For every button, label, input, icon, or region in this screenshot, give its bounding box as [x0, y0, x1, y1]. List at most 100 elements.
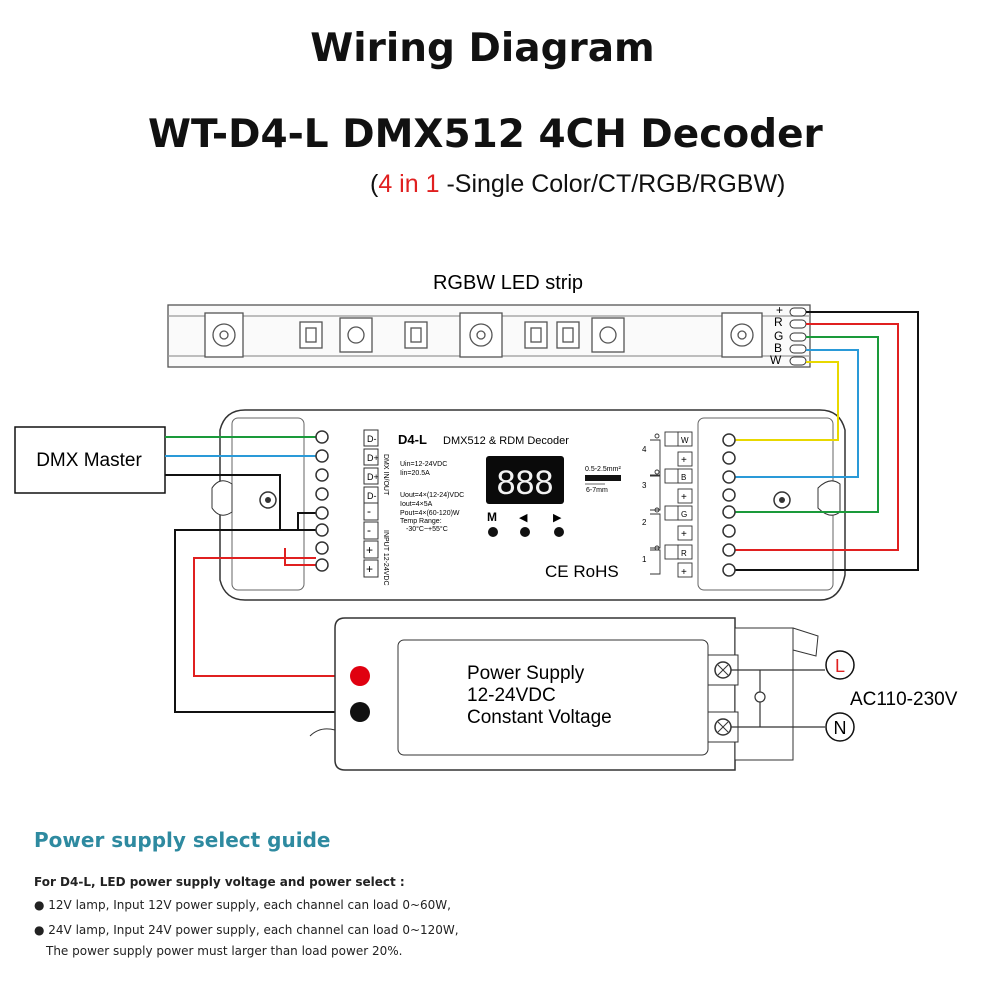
tagline-rest: -Single Color/CT/RGB/RGBW): [439, 170, 786, 198]
wire-strip-length: 6-7mm: [586, 487, 608, 494]
strip-pin-plus: +: [776, 303, 783, 317]
neutral-terminal-circle: [825, 712, 855, 742]
dmx-term-1: D-: [367, 434, 377, 444]
spec-uin: Uin=12-24VDC: [400, 461, 447, 468]
dmx-master: DMX Master: [14, 426, 166, 494]
psu-positive-terminal: [350, 666, 370, 686]
resistor-2: [404, 321, 428, 349]
channel-label-b: B: [681, 473, 686, 482]
guide-line-12v: ● 12V lamp, Input 12V power supply, each…: [34, 898, 451, 912]
tagline: (4 in 1 -Single Color/CT/RGB/RGBW): [370, 170, 785, 199]
input-terminal-labels: - - + + INPUT 12-24VDC: [363, 502, 389, 586]
strip-label: RGBW LED strip: [433, 272, 583, 294]
psu-line-3: Constant Voltage: [467, 707, 612, 728]
wire-gauge-size: 0.5-2.5mm²: [585, 466, 621, 473]
strip-pin-b: B: [774, 341, 782, 355]
resistor-3: [524, 321, 548, 349]
guide-title: Power supply select guide: [34, 828, 331, 852]
spec-temp-range: -30°C~+55°C: [406, 525, 448, 533]
spec-uout: Uout=4×(12-24)VDC: [400, 492, 464, 499]
tagline-open: (: [370, 170, 379, 198]
guide-intro: For D4-L, LED power supply voltage and p…: [34, 875, 405, 889]
dmx-master-label: DMX Master: [36, 450, 142, 471]
strip-pin-g: G: [774, 329, 783, 343]
input-term-3: +: [366, 543, 373, 557]
led-5050-2: [459, 312, 503, 358]
strip-pin-w: W: [770, 353, 782, 367]
wire-gauge-icon: 0.5-2.5mm² 6-7mm: [585, 466, 621, 494]
ac-voltage-label: AC110-230V: [850, 689, 958, 710]
psu-line-1: Power Supply: [467, 663, 585, 684]
spec-temp: Temp Range:: [400, 518, 442, 525]
guide-line-margin: The power supply power must larger than …: [46, 944, 403, 958]
power-jumper-red: [284, 548, 316, 566]
channel-plus-3: +: [681, 492, 687, 503]
neutral-label: N: [834, 718, 847, 738]
resistor-4: [556, 321, 580, 349]
ac-input: [731, 669, 825, 728]
tagline-highlight: 4 in 1: [378, 170, 440, 198]
channel-num-3: 3: [642, 481, 647, 490]
channel-labels: 4 3 2 1 W B G R + + + +: [642, 436, 689, 578]
power-wire-black: [174, 512, 355, 713]
psu-line-2: 12-24VDC: [467, 685, 556, 706]
m-button[interactable]: [488, 527, 498, 537]
dmx-in-out-label: DMX IN/OUT: [382, 454, 389, 496]
display-digits: 888: [497, 464, 554, 502]
channel-plus-2: +: [681, 529, 687, 540]
dmx-term-3: D+: [367, 472, 379, 482]
output-wire-r: [734, 323, 899, 551]
resistor-1: [299, 321, 323, 349]
power-wire-red: [193, 557, 355, 677]
channel-label-w: W: [681, 436, 689, 445]
button-right-label: ▶: [553, 512, 562, 524]
channel-label-g: G: [681, 510, 687, 519]
channel-2: [650, 505, 693, 549]
right-button[interactable]: [554, 527, 564, 537]
channel-num-4: 4: [642, 445, 647, 454]
led-5050-1: [204, 312, 244, 358]
page-title: Wiring Diagram: [310, 26, 655, 71]
channel-1: [650, 544, 693, 578]
power-supply-unit: [309, 617, 819, 771]
output-wire-plus: [734, 311, 919, 571]
led-strip: [167, 304, 811, 368]
decoder-model: D4-L: [398, 432, 427, 447]
channel-num-1: 1: [642, 555, 647, 564]
input-term-1: -: [367, 504, 371, 518]
channel-num-2: 2: [642, 518, 647, 527]
dmx-term-4: D-: [367, 491, 377, 501]
channel-plus-1: +: [681, 567, 687, 578]
spec-pout: Pout=4×(60-120)W: [400, 510, 460, 517]
output-wire-b: [734, 349, 859, 478]
left-button[interactable]: [520, 527, 530, 537]
input-label: INPUT 12-24VDC: [382, 530, 389, 586]
spec-iout: Iout=4×5A: [400, 501, 433, 508]
channel-label-r: R: [681, 549, 687, 558]
led-5050-3: [721, 312, 763, 358]
dmx-term-2: D+: [367, 453, 379, 463]
output-channels: [650, 431, 693, 578]
guide-line-24v: ● 24V lamp, Input 24V power supply, each…: [34, 923, 459, 937]
strip-pin-r: R: [774, 315, 783, 329]
input-term-2: -: [367, 523, 371, 537]
seven-segment-display: 888: [486, 456, 564, 504]
dmx-terminal-labels: D- D+ D+ D- DMX IN/OUT: [363, 429, 389, 504]
decoder-specs: Uin=12-24VDC Iin=20.5A Uout=4×(12-24)VDC…: [400, 461, 464, 533]
output-wire-w: [734, 361, 839, 441]
output-wire-g: [734, 336, 879, 513]
live-label: L: [835, 656, 845, 676]
channel-4: [650, 431, 693, 476]
wires: [165, 311, 919, 713]
button-m-label: M: [487, 510, 497, 524]
decoder-name: DMX512 & RDM Decoder: [443, 435, 569, 447]
live-terminal-circle: [825, 650, 855, 680]
led-3528-1: [339, 317, 373, 353]
channel-3: [650, 468, 693, 511]
input-term-4: +: [366, 562, 373, 576]
spec-iin: Iin=20.5A: [400, 470, 430, 477]
certification-marks: CE RoHS: [545, 562, 619, 581]
decoder-right-terminals: [722, 433, 736, 577]
page-subtitle: WT-D4-L DMX512 4CH Decoder: [148, 112, 823, 157]
